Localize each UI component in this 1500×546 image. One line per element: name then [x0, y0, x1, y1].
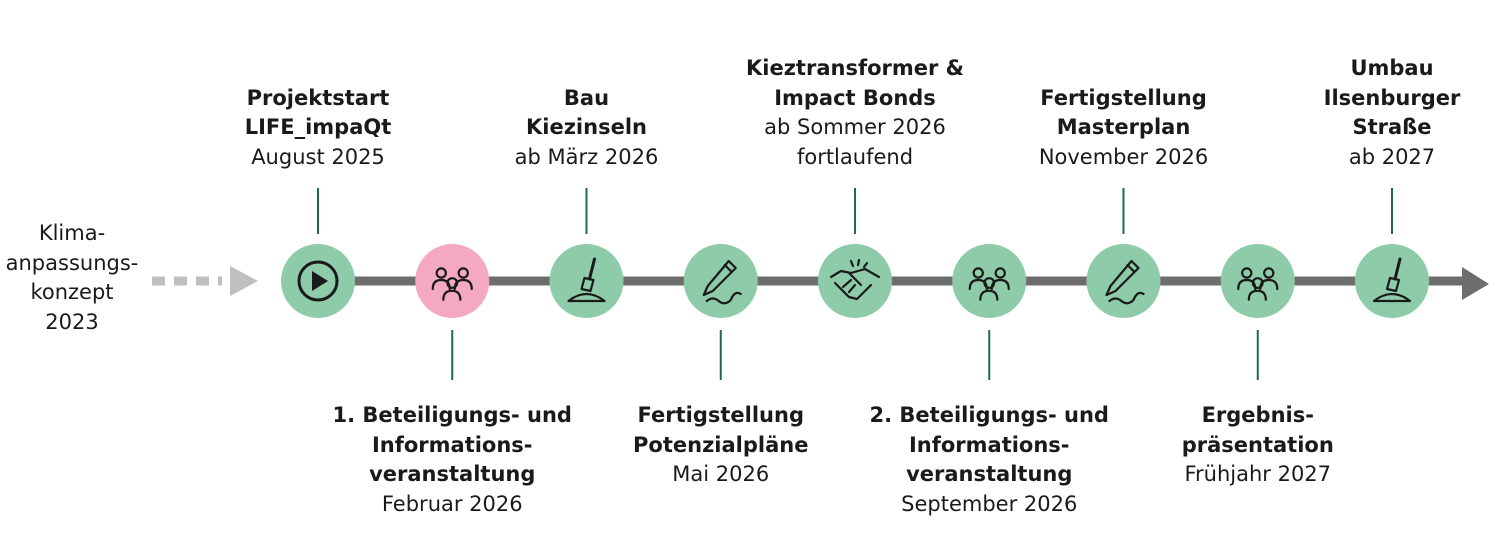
milestone-ilsenburger-node: [1355, 244, 1429, 318]
milestone-potenzialplaene-title: Potenzialpläne: [633, 432, 809, 457]
start-label: Klima- anpassungs- konzept 2023: [0, 219, 144, 337]
pencil-icon: [1105, 259, 1145, 305]
start-label-line: anpassungs-: [5, 250, 139, 275]
milestone-beteiligung-1-title: 1. Beteiligungs- und: [332, 403, 572, 427]
milestone-ergebnis-node: [1220, 244, 1295, 318]
milestone-kieztransformer-title: Kieztransformer &: [746, 56, 964, 80]
milestone-beteiligung-2-title: veranstaltung: [906, 462, 1073, 486]
milestone-kieztransformer-date: fortlaufend: [796, 144, 914, 169]
milestone-beteiligung-2-title: 2. Beteiligungs- und: [869, 403, 1109, 427]
milestone-kieztransformer-label: Kieztransformer & Impact Bonds ab Sommer 2…: [730, 54, 980, 172]
milestone-ergebnis-title: präsentation: [1181, 432, 1334, 457]
milestone-projektstart-title: LIFE_impaQt: [244, 115, 392, 139]
people-icon: [1237, 267, 1279, 301]
milestone-potenzialplaene-node: [683, 244, 758, 318]
milestone-masterplan-title: Masterplan: [1056, 115, 1191, 139]
milestone-beteiligung-1-node: [415, 244, 490, 318]
trowel-icon: [1372, 257, 1412, 303]
milestone-beteiligung-1-title: veranstaltung: [369, 462, 536, 486]
handshake-icon: [829, 258, 881, 301]
milestone-kieztransformer-title: Impact Bonds: [774, 85, 936, 110]
milestone-kiezinseln-title: Bau: [563, 85, 610, 110]
milestone-potenzialplaene-title: Fertigstellung: [637, 403, 804, 427]
start-label-line: Klima-: [38, 221, 106, 245]
milestone-masterplan-date: November 2026: [1038, 144, 1209, 169]
start-label-line: 2023: [45, 309, 99, 334]
milestone-ilsenburger-title: Straße: [1352, 115, 1432, 139]
milestone-beteiligung-1-date: Februar 2026: [381, 491, 523, 516]
milestone-masterplan-title: Fertigstellung: [1040, 85, 1207, 110]
milestone-beteiligung-2-node: [952, 244, 1027, 318]
start-label-line: konzept: [30, 280, 114, 304]
milestone-ergebnis-title: Ergebnis-: [1201, 403, 1314, 427]
milestone-ilsenburger-title: Umbau: [1350, 56, 1434, 80]
people-icon: [968, 267, 1010, 301]
milestone-kiezinseln-node: [549, 244, 624, 318]
milestone-kiezinseln-date: ab März 2026: [514, 144, 659, 169]
timeline-arrow-head: [1462, 267, 1489, 300]
milestone-projektstart-title: Projektstart: [246, 85, 390, 110]
milestone-masterplan-node: [1086, 244, 1161, 318]
milestone-ilsenburger-title: Ilsenburger: [1323, 85, 1461, 110]
milestone-projektstart-date: August 2025: [251, 144, 385, 169]
milestone-potenzialplaene-date: Mai 2026: [672, 462, 770, 486]
milestone-beteiligung-1-title: Informations-: [371, 432, 533, 457]
milestone-kieztransformer-date: ab Sommer 2026: [764, 115, 946, 139]
milestone-ergebnis-date: Frühjahr 2027: [1184, 462, 1332, 486]
trowel-icon: [567, 257, 606, 303]
pencil-icon: [702, 259, 742, 305]
milestone-ilsenburger-date: ab 2027: [1348, 144, 1436, 169]
milestone-kiezinseln-title: Kiezinseln: [526, 115, 647, 139]
lead-arrow-head: [230, 266, 258, 296]
people-icon: [431, 267, 473, 301]
milestone-beteiligung-2-title: Informations-: [908, 432, 1070, 457]
milestone-kieztransformer-node: [818, 244, 892, 318]
milestone-beteiligung-2-date: September 2026: [901, 491, 1078, 516]
play-icon: [297, 260, 339, 302]
